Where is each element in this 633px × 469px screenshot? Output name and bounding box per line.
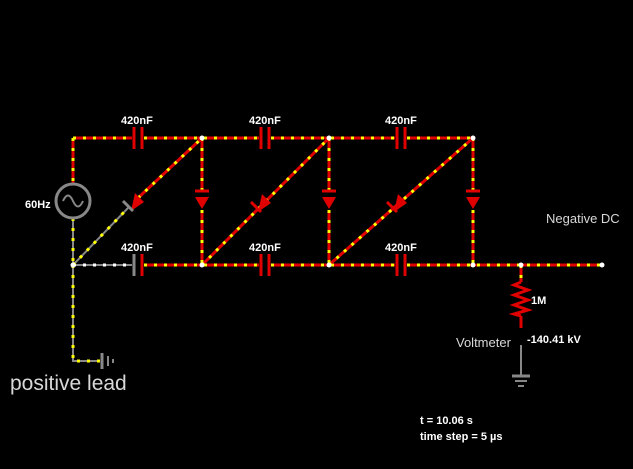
diode-diagonal-2[interactable]	[249, 194, 271, 214]
source-frequency-label: 60Hz	[25, 199, 51, 211]
ground-symbol-left[interactable]	[100, 353, 114, 369]
sim-time-label: t = 10.06 s	[420, 415, 473, 427]
circuit-nodes	[70, 135, 605, 268]
capacitor-bottom-2[interactable]	[259, 254, 271, 276]
meter-reading-label: -140.41 kV	[527, 334, 581, 346]
diode-diagonal-1[interactable]	[121, 193, 144, 213]
diode-vertical-3[interactable]	[466, 189, 480, 209]
ground-symbol-meter[interactable]	[512, 374, 530, 387]
ac-source[interactable]	[54, 182, 92, 220]
capacitor-top-1-label: 420nF	[121, 115, 153, 127]
capacitor-top-1[interactable]	[132, 127, 144, 149]
capacitor-top-2-label: 420nF	[249, 115, 281, 127]
capacitor-bottom-2-label: 420nF	[249, 242, 281, 254]
wire-ground-lead[interactable]	[71, 265, 100, 363]
wire-diagonal-1[interactable]	[71, 136, 204, 267]
capacitor-bottom-3-label: 420nF	[385, 242, 417, 254]
capacitor-bottom-1[interactable]	[132, 254, 144, 276]
sine-wave-icon	[62, 194, 84, 208]
diode-diagonal-3[interactable]	[385, 194, 407, 214]
capacitor-bottom-1-label: 420nF	[121, 242, 153, 254]
sim-timestep-label: time step = 5 µs	[420, 431, 502, 443]
meter-name-label: Voltmeter	[456, 335, 512, 350]
input-label: positive lead	[10, 372, 127, 395]
resistor-value-label: 1M	[531, 295, 546, 307]
capacitor-bottom-3[interactable]	[395, 254, 407, 276]
diode-vertical-2[interactable]	[322, 189, 336, 209]
diode-vertical-1[interactable]	[195, 189, 209, 209]
capacitor-top-3-label: 420nF	[385, 115, 417, 127]
capacitor-top-2[interactable]	[259, 127, 271, 149]
output-label: Negative DC	[546, 211, 620, 226]
capacitor-top-3[interactable]	[395, 127, 407, 149]
resistor-1m[interactable]	[508, 280, 533, 318]
